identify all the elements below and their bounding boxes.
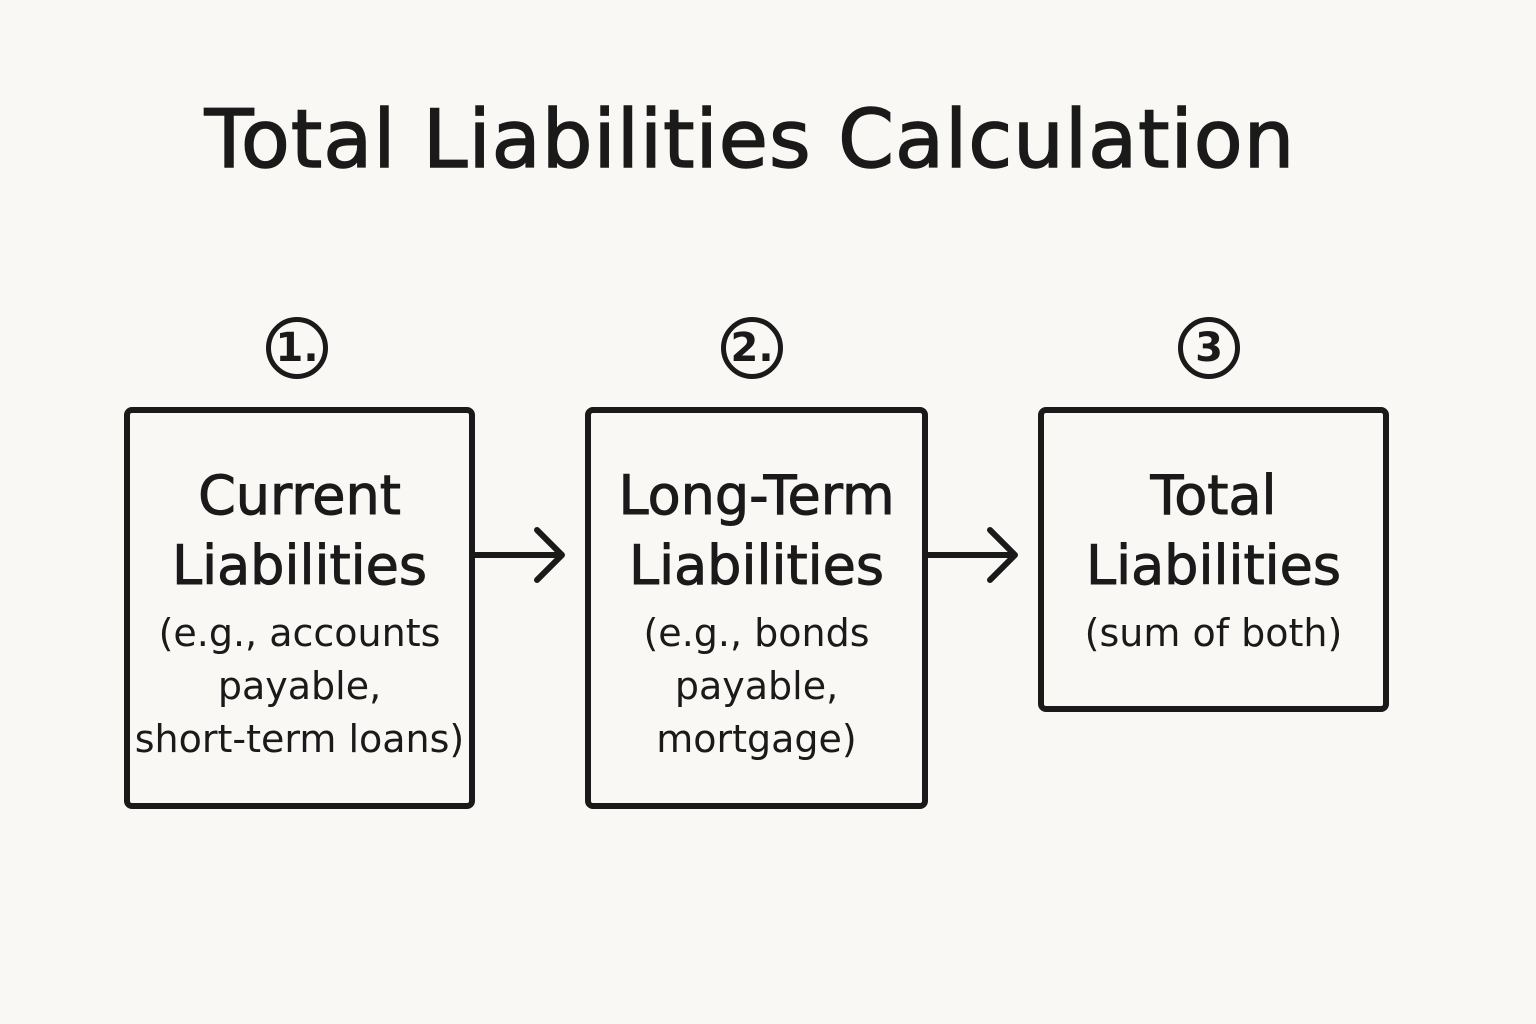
step-3-desc-line-1: (sum of both) <box>1084 611 1343 655</box>
step-3-box-total-liabilities: Total Liabilities (sum of both) <box>1038 407 1389 712</box>
step-2-desc-line-3: mortgage) <box>656 717 857 761</box>
step-3-title-line-2: Liabilities <box>1086 534 1342 598</box>
step-1-box-current-liabilities: Current Liabilities (e.g., accounts paya… <box>124 407 475 809</box>
arrow-right-icon <box>928 527 1018 583</box>
step-1-number-label: 1. <box>275 325 319 371</box>
step-1-desc-line-1: (e.g., accounts <box>158 611 441 655</box>
step-3-title-line-1: Total <box>1150 464 1277 528</box>
step-2-title-line-1: Long-Term <box>618 464 895 528</box>
step-1-title-line-2: Liabilities <box>172 534 428 598</box>
step-1-number: 1. <box>266 317 328 379</box>
step-2-desc-line-1: (e.g., bonds <box>643 611 870 655</box>
step-1-desc-line-3: short-term loans) <box>134 717 465 761</box>
step-2-number: 2. <box>721 317 783 379</box>
step-3-number-label: 3 <box>1195 325 1223 371</box>
step-2-box-long-term-liabilities: Long-Term Liabilities (e.g., bonds payab… <box>585 407 928 809</box>
arrow-right-icon <box>475 527 565 583</box>
step-1-desc-line-2: payable, <box>217 664 382 708</box>
step-2-title-line-2: Liabilities <box>629 534 885 598</box>
step-3-number: 3 <box>1178 317 1240 379</box>
step-2-number-label: 2. <box>730 325 774 371</box>
step-1-title-line-1: Current <box>198 464 402 528</box>
diagram-title: Total Liabilities Calculation <box>204 93 1296 186</box>
step-2-desc-line-2: payable, <box>674 664 839 708</box>
